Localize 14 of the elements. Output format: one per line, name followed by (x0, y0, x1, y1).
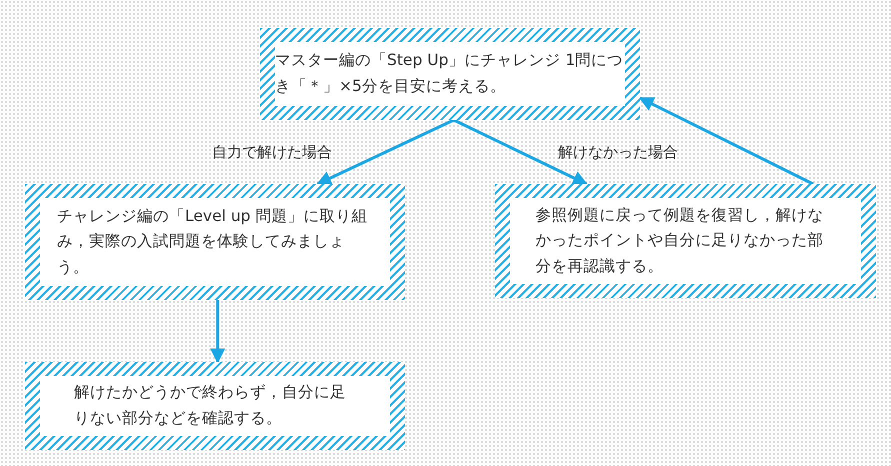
arrow (210, 300, 226, 364)
arrow (638, 96, 814, 186)
edge-label: 自力で解けた場合 (212, 143, 332, 162)
edge-label: 解けなかった場合 (558, 143, 678, 162)
arrow (316, 118, 454, 186)
box-text: 解けたかどうかで終わらず，自分に足りない部分などを確認する。 (74, 382, 347, 429)
hatched-box (25, 362, 405, 450)
arrow (453, 118, 588, 186)
box-text: 参照例題に戻って例題を復習し，解けなかったポイントや自分に足りなかった部分を再認識する。 (536, 204, 824, 277)
hatched-box (260, 28, 640, 120)
box-text: チャレンジ編の「Level up 問題」に取り組み，実際の入試問題を体験してみましょう。 (57, 206, 368, 278)
box-text: マスター編の「Step Up」にチャレンジ 1問につき「＊」×5分を目安に考える。 (275, 50, 624, 97)
hatched-box (495, 184, 876, 298)
hatched-box (25, 184, 405, 300)
